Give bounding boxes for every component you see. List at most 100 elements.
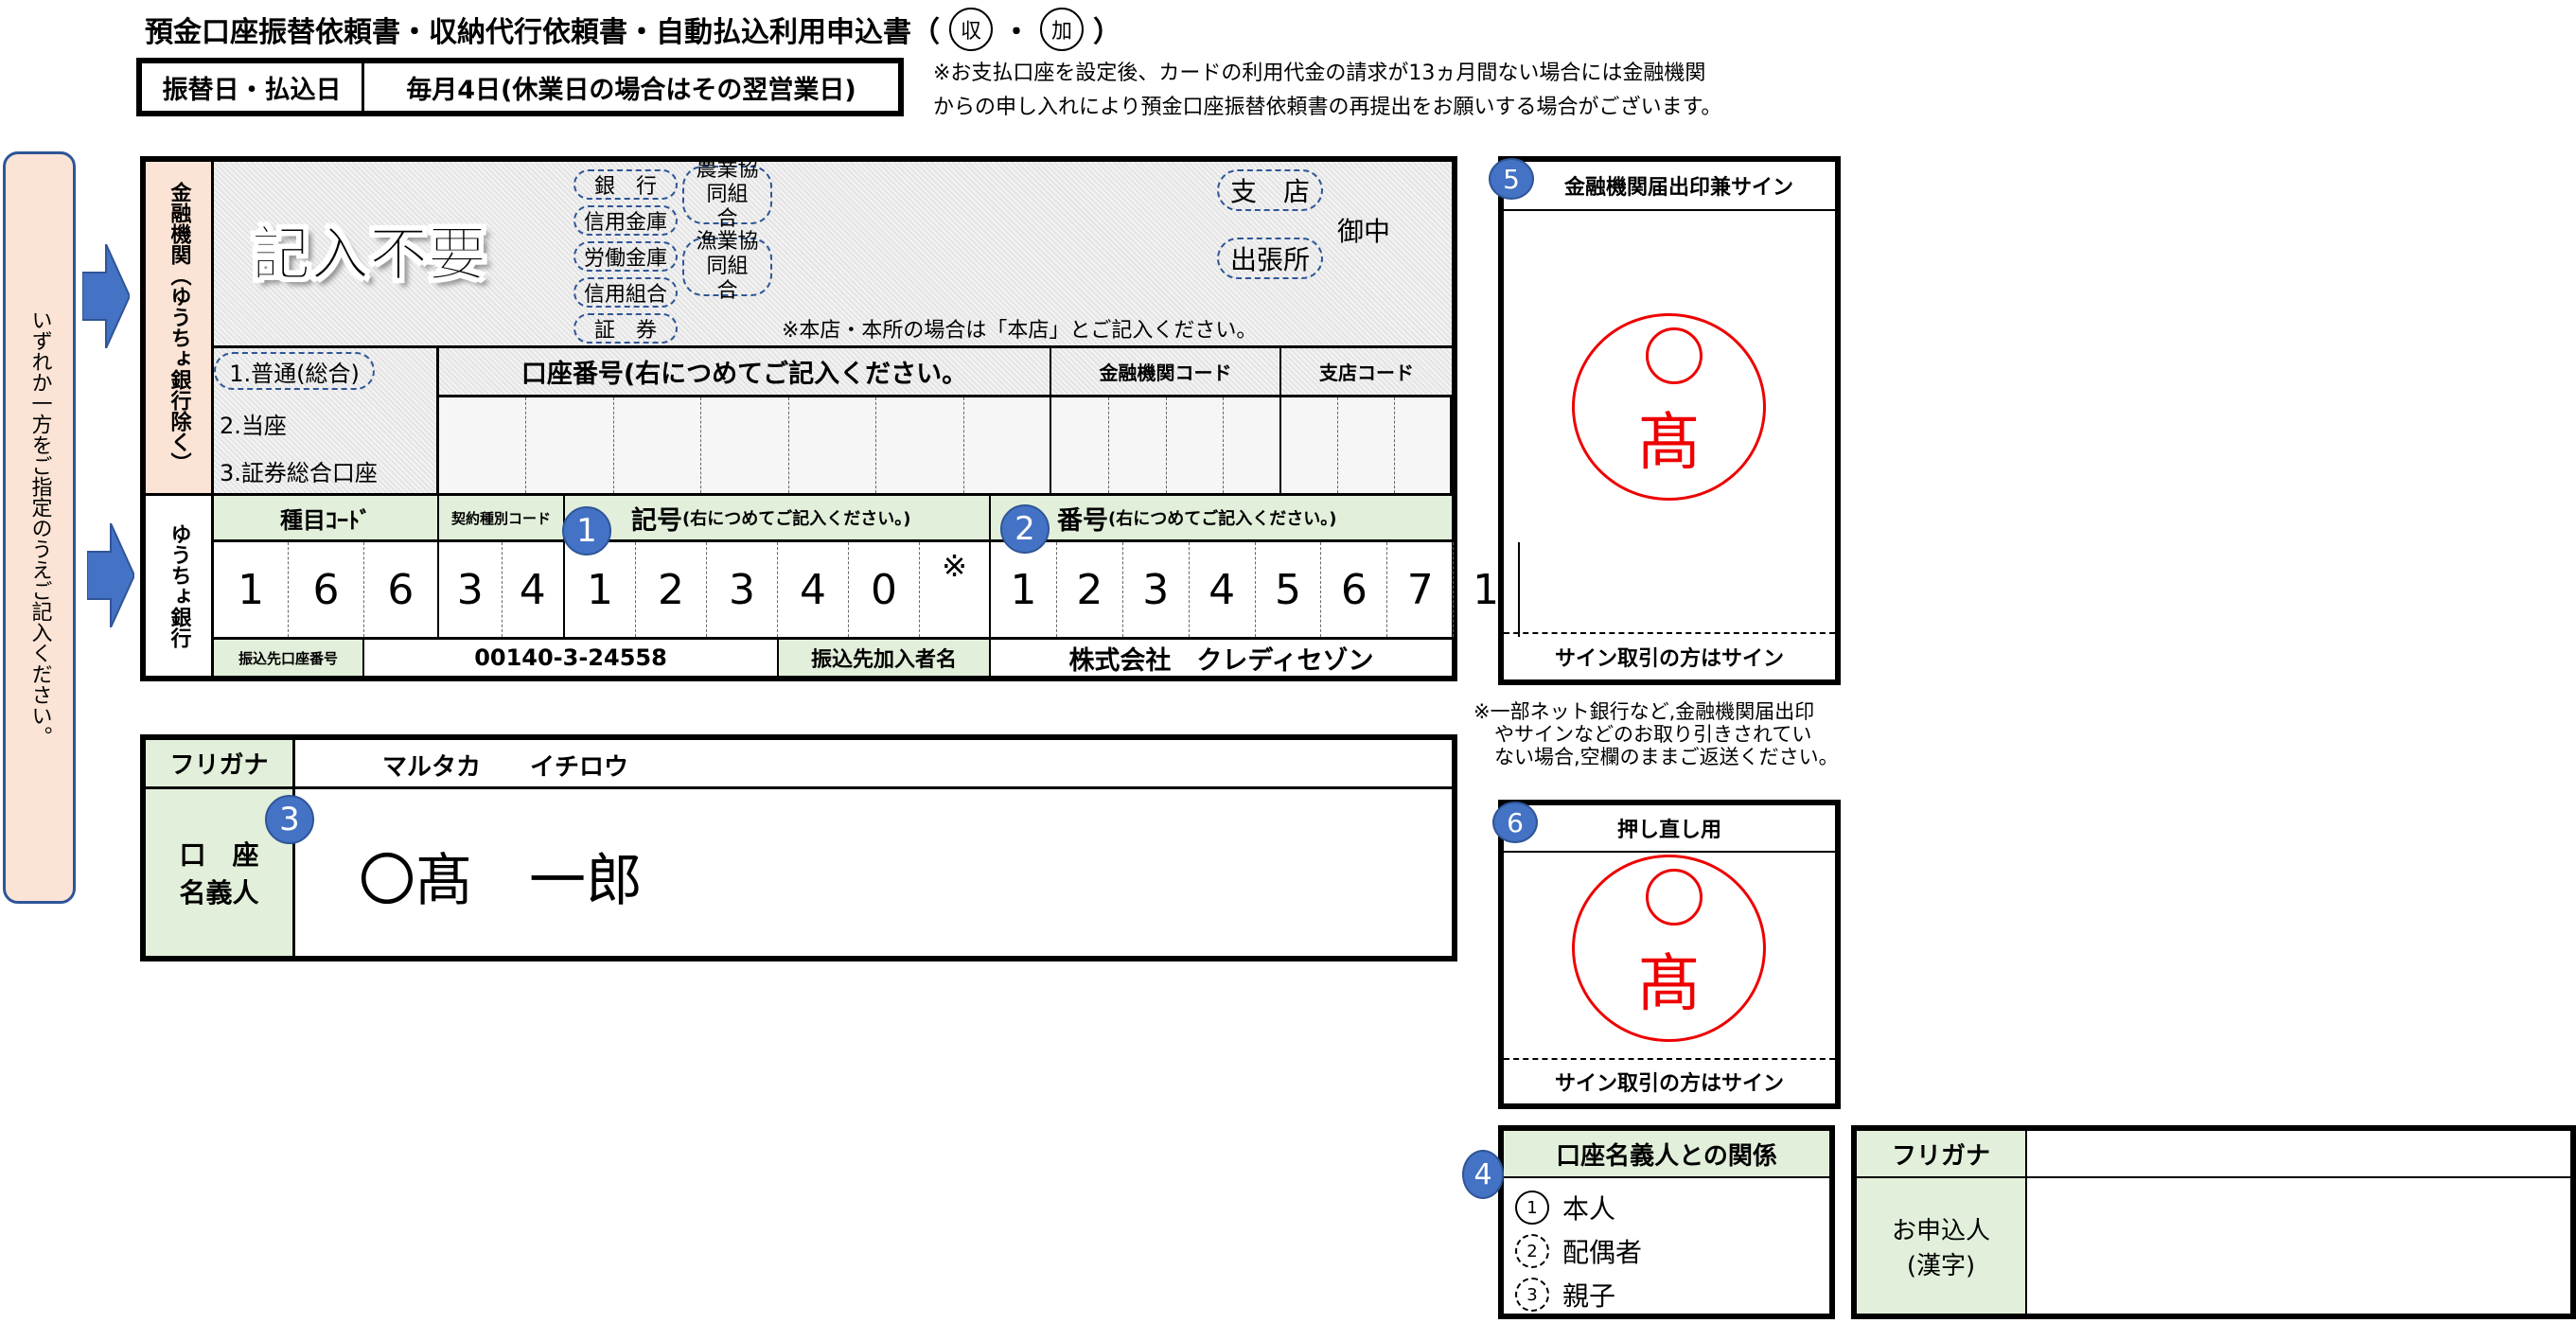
seal-circle <box>1646 327 1703 384</box>
account-holder-box: フリガナ マルタカ イチロウ 口 座 名義人 〇髙 一郎 3 <box>140 734 1457 961</box>
account-digit-cell[interactable] <box>1281 397 1338 493</box>
account-type-option[interactable]: 3.証券総合口座 <box>220 460 378 486</box>
dest-account-label: 振込先口座番号 <box>214 640 364 676</box>
applicant-box: フリガナ お申込人 (漢字) <box>1851 1125 2576 1319</box>
yucho-digit-cell[interactable]: 6 <box>1321 542 1388 637</box>
bank-account-form: 金融機関（ゆうちょ銀行除く） ゆうちょ銀行 銀 行 信用金庫 労働金庫 信用組合… <box>140 156 1520 681</box>
title-mark-add: 加 <box>1040 8 1084 51</box>
yucho-digit-cell[interactable]: 1 <box>1454 542 1520 637</box>
applicant-furigana-label: フリガナ <box>1857 1131 2027 1178</box>
title-text: 預金口座振替依頼書・収納代行依頼書・自動払込利用申込書（ <box>145 16 940 49</box>
number-header: 番号 (右につめてご記入ください。) <box>991 496 1452 539</box>
holder-furigana-value: マルタカ イチロウ <box>382 753 629 782</box>
account-digit-cell[interactable] <box>1395 397 1452 493</box>
account-type-option[interactable]: 1.普通(総合) <box>214 352 375 390</box>
account-digit-cell[interactable] <box>526 397 614 493</box>
not-required-stamp: 記入不要 <box>251 220 487 290</box>
account-number-header: 口座番号(右につめてご記入ください。 <box>439 348 1051 397</box>
account-digit-cell[interactable] <box>1051 397 1109 493</box>
symbol-mark-cell[interactable]: ※ <box>920 542 991 637</box>
dest-name-value: 株式会社 クレディセゾン <box>1068 645 1374 676</box>
account-digit-cell[interactable] <box>613 397 702 493</box>
seal-note-line: ※一部ネット銀行など,金融機関届出印 <box>1473 700 1815 723</box>
applicant-name-input[interactable] <box>2027 1178 2570 1314</box>
relation-option[interactable]: 2 配偶者 <box>1515 1229 1829 1273</box>
yucho-digit-cell[interactable]: 3 <box>1123 542 1190 637</box>
yucho-digit-cell[interactable]: 7 <box>1387 542 1455 637</box>
yucho-digit-cell[interactable]: 6 <box>289 542 364 637</box>
yucho-digit-cell[interactable]: 4 <box>503 542 565 637</box>
account-digit-cell[interactable] <box>1108 397 1167 493</box>
bank-type-option[interactable]: 銀 行 <box>573 169 678 200</box>
relation-header: 口座名義人との関係 <box>1504 1131 1829 1178</box>
account-digit-cell[interactable] <box>1166 397 1225 493</box>
yucho-digit-cell[interactable]: 2 <box>1057 542 1123 637</box>
bank-type-option[interactable]: 労働金庫 <box>573 241 678 272</box>
applicant-furigana-input[interactable] <box>2027 1131 2570 1178</box>
yucho-digit-cell[interactable]: 4 <box>778 542 849 637</box>
seal-note-line: やサインなどのお取り引きされてい <box>1494 723 1812 746</box>
number-header-hint: (右につめてご記入ください。) <box>1108 509 1337 529</box>
badge-4: 4 <box>1462 1150 1504 1199</box>
contract-code-header: 契約種別コード <box>439 496 565 539</box>
badge-6: 6 <box>1492 802 1538 843</box>
symbol-header-label: 記号 <box>631 505 682 536</box>
yucho-digit-cell[interactable]: 1 <box>991 542 1057 637</box>
yucho-digit-cell[interactable]: 0 <box>849 542 920 637</box>
yucho-digit-cell[interactable]: 4 <box>1190 542 1256 637</box>
yucho-section-label: ゆうちょ銀行 <box>146 493 214 676</box>
applicant-name-label: お申込人 (漢字) <box>1857 1178 2027 1314</box>
branch-type-option[interactable]: 支 店 <box>1217 169 1323 211</box>
option-label: 配偶者 <box>1562 1237 1643 1268</box>
badge-5: 5 <box>1489 158 1534 200</box>
bank-type-option[interactable]: 信用金庫 <box>573 205 678 236</box>
bank-type-option[interactable]: 証 券 <box>573 313 678 344</box>
yucho-digit-cell[interactable]: 3 <box>707 542 778 637</box>
bank-name-area: 銀 行 信用金庫 労働金庫 信用組合 証 券 農業協同組 合 漁業協同組 合 支… <box>214 158 1452 348</box>
title-mark-collection: 収 <box>949 8 993 51</box>
yucho-digit-cell[interactable]: 1 <box>565 542 636 637</box>
dest-name-label: 振込先加入者名 <box>779 640 991 676</box>
top-note-line: からの申し入れにより預金口座振替依頼書の再提出をお願いする場合がございます。 <box>933 96 1722 119</box>
yucho-digit-cell[interactable]: 6 <box>364 542 439 637</box>
branch-code-header: 支店コード <box>1281 348 1452 397</box>
yucho-digit-cell[interactable]: 2 <box>636 542 707 637</box>
seal-circle <box>1646 869 1703 926</box>
account-digit-cell[interactable] <box>788 397 877 493</box>
top-note: ※お支払口座を設定後、カードの利用代金の請求が13ヵ月間ない場合には金融機関 か… <box>933 57 1721 125</box>
yucho-digit-cell[interactable]: 3 <box>439 542 503 637</box>
option-number-circle: 2 <box>1515 1234 1549 1268</box>
account-digit-cell[interactable] <box>701 397 789 493</box>
reseal-footer[interactable]: サイン取引の方はサイン <box>1504 1058 1835 1103</box>
seal-note: ※一部ネット銀行など,金融機関届出印 やサインなどのお取り引きされてい ない場合… <box>1473 700 1839 768</box>
bank-type-option[interactable]: 漁業協同組 合 <box>682 230 772 303</box>
bank-type-option[interactable]: 信用組合 <box>573 277 678 308</box>
furigana-divider <box>295 786 1452 789</box>
account-digit-cell[interactable] <box>1338 397 1395 493</box>
reseal-header: 押し直し用 <box>1504 805 1835 853</box>
head-office-note: ※本店・本所の場合は「本店」とご記入ください。 <box>782 319 1258 343</box>
account-digit-cell[interactable] <box>876 397 964 493</box>
account-digit-cell[interactable] <box>439 397 527 493</box>
select-one-instruction: いずれか一方をご指定のうえご記入ください。 <box>3 151 76 904</box>
account-type-area: 1.普通(総合) 2.当座 3.証券総合口座 <box>214 348 439 493</box>
yucho-digit-cell[interactable]: 5 <box>1256 542 1322 637</box>
account-type-option[interactable]: 2.当座 <box>220 413 287 439</box>
bank-seal-footer[interactable]: サイン取引の方はサイン <box>1504 632 1835 679</box>
yucho-digit-cell[interactable]: 1 <box>214 542 290 637</box>
bank-type-option[interactable]: 農業協同組 合 <box>682 158 772 231</box>
badge-1: 1 <box>562 506 611 556</box>
option-number-circle: 3 <box>1515 1278 1549 1312</box>
bank-seal-header: 金融機関届出印兼サイン <box>1504 162 1835 211</box>
account-digit-cell[interactable] <box>963 397 1051 493</box>
title-close: ） <box>1093 16 1121 49</box>
branch-type-option[interactable]: 出張所 <box>1217 238 1323 279</box>
bank-code-header: 金融機関コード <box>1051 348 1281 397</box>
holder-furigana-label: フリガナ <box>146 740 295 789</box>
form-title: 預金口座振替依頼書・収納代行依頼書・自動払込利用申込書（ 収 ・ 加 ） <box>145 8 1121 51</box>
account-digit-cell[interactable] <box>1224 397 1281 493</box>
transfer-date-label: 振替日・払込日 <box>142 63 364 111</box>
